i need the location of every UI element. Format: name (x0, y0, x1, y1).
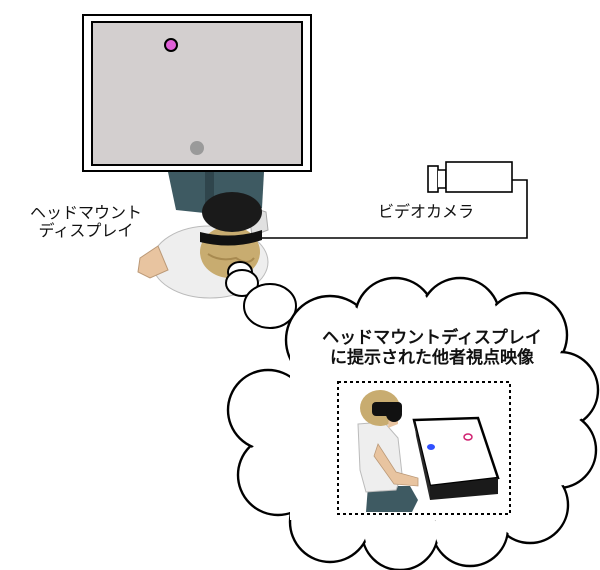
bubble-caption: ヘッドマウントディスプレイ に提示された他者視点映像 (262, 328, 600, 368)
hmd-visor (202, 192, 262, 232)
video-camera-label: ビデオカメラ (378, 202, 475, 221)
hmd-label-line2: ディスプレイ (38, 221, 134, 241)
video-table (412, 416, 500, 500)
display-table (82, 14, 312, 172)
thought-bubble-icon (226, 276, 600, 570)
video-frame (337, 381, 511, 515)
video-target-dot (463, 433, 473, 441)
person-arm (137, 245, 169, 279)
thought-trail (225, 261, 297, 329)
video-start-dot (427, 444, 435, 450)
hmd-label: ヘッドマウント ディスプレイ (6, 203, 166, 241)
hmd-strap (200, 230, 262, 246)
camera-body (445, 161, 513, 193)
hmd-label-line1: ヘッドマウント (29, 203, 142, 222)
start-dot (190, 141, 204, 155)
camera-cable (262, 179, 528, 239)
video-person-side-view (357, 390, 419, 512)
target-dot (164, 38, 178, 52)
video-camera-icon (427, 161, 513, 193)
bubble-caption-line2: に提示された他者視点映像 (330, 347, 534, 368)
bubble-caption-line1: ヘッドマウントディスプレイ (322, 328, 542, 348)
